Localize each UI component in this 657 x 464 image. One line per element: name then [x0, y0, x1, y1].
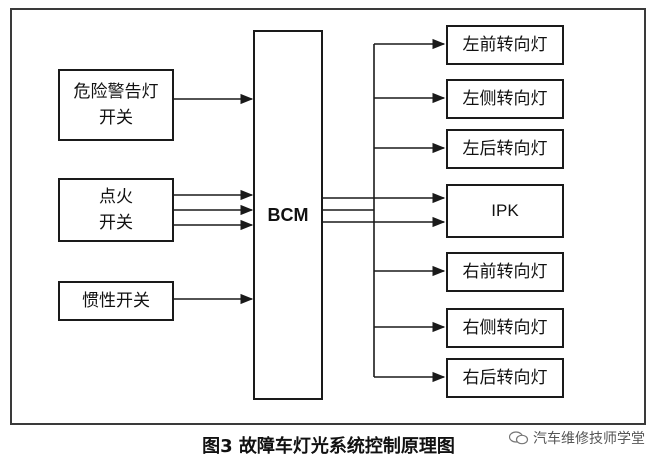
hazard-switch-label-1: 危险警告灯: [73, 82, 159, 102]
inertia-switch-label: 惯性开关: [82, 291, 150, 311]
ignition-switch-label-1: 点火: [99, 187, 133, 207]
watermark-text: 汽车维修技师学堂: [533, 431, 645, 447]
right-rear-turn-lamp-box: 右后转向灯: [446, 358, 564, 398]
bcm-box: BCM: [253, 30, 323, 400]
right-front-turn-lamp-label: 右前转向灯: [462, 262, 548, 282]
ignition-switch-box: 点火 开关: [58, 178, 174, 242]
diagram-frame: [10, 8, 646, 425]
wechat-icon: [509, 431, 529, 445]
right-rear-turn-lamp-label: 右后转向灯: [462, 368, 548, 388]
left-side-turn-lamp-box: 左侧转向灯: [446, 79, 564, 119]
left-rear-turn-lamp-label: 左后转向灯: [462, 139, 548, 159]
left-side-turn-lamp-label: 左侧转向灯: [462, 89, 548, 109]
hazard-switch-box: 危险警告灯 开关: [58, 69, 174, 141]
right-front-turn-lamp-box: 右前转向灯: [446, 252, 564, 292]
watermark: 汽车维修技师学堂: [509, 428, 645, 448]
right-side-turn-lamp-label: 右侧转向灯: [462, 318, 548, 338]
left-front-turn-lamp-box: 左前转向灯: [446, 25, 564, 65]
right-side-turn-lamp-box: 右侧转向灯: [446, 308, 564, 348]
inertia-switch-box: 惯性开关: [58, 281, 174, 321]
left-rear-turn-lamp-box: 左后转向灯: [446, 129, 564, 169]
left-front-turn-lamp-label: 左前转向灯: [462, 35, 548, 55]
figure-caption: 图3 故障车灯光系统控制原理图: [202, 436, 455, 457]
ipk-box: IPK: [446, 184, 564, 238]
hazard-switch-label-2: 开关: [99, 108, 133, 128]
bcm-label: BCM: [267, 205, 309, 225]
ipk-label: IPK: [491, 201, 519, 220]
ignition-switch-label-2: 开关: [99, 213, 133, 233]
